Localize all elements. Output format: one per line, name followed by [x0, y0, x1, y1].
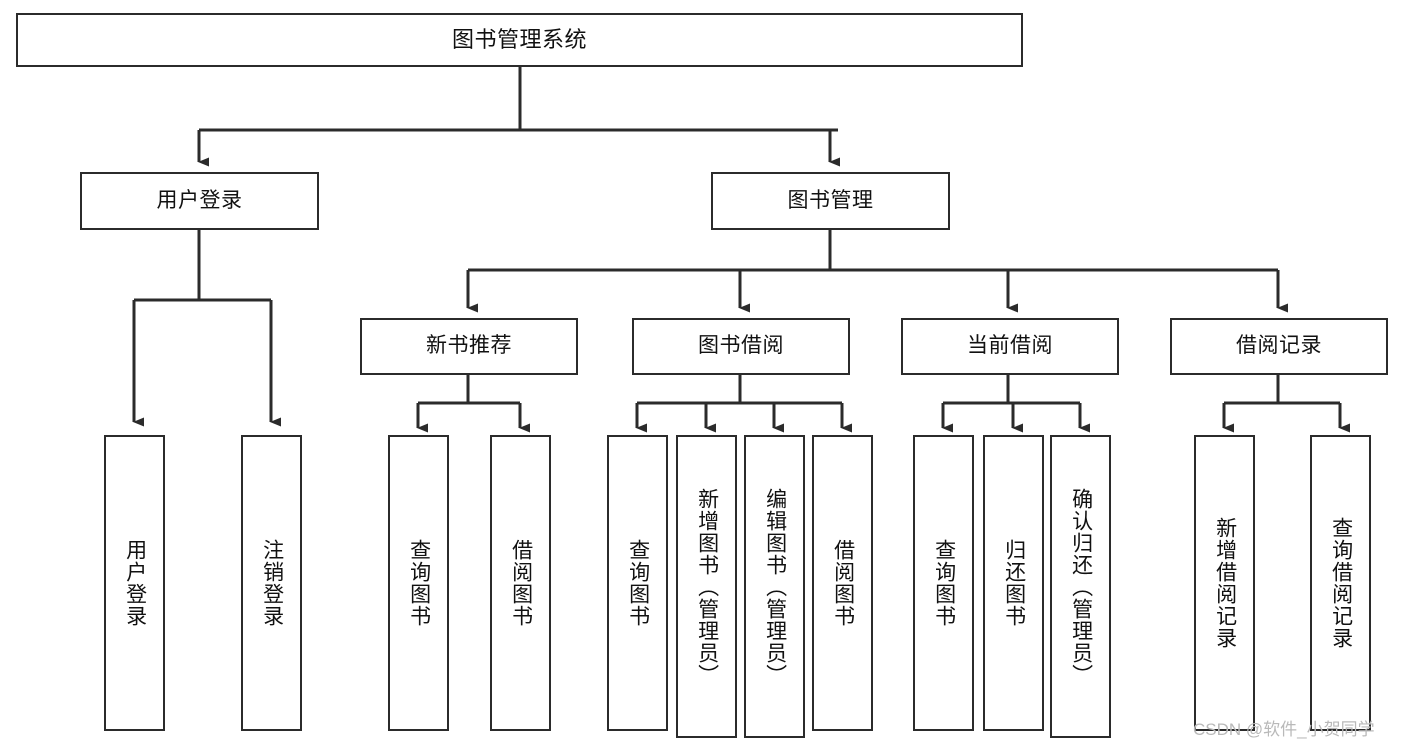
- node-user-login[interactable]: 用户登录: [80, 172, 319, 230]
- node-leaf-confirm-return-label: 确认归还（管理员）: [1069, 487, 1093, 686]
- node-leaf-edit-book[interactable]: 编辑图书（管理员）: [744, 435, 805, 738]
- node-leaf-edit-book-label: 编辑图书（管理员）: [763, 487, 787, 686]
- node-leaf-query-book-1[interactable]: 查询图书: [388, 435, 449, 731]
- node-leaf-user-login[interactable]: 用户登录: [104, 435, 165, 731]
- node-leaf-query-book-3-label: 查询图书: [932, 539, 956, 627]
- node-leaf-user-login-label: 用户登录: [123, 539, 147, 627]
- node-borrow-record-label: 借阅记录: [1236, 334, 1322, 358]
- node-leaf-borrow-book-1-label: 借阅图书: [509, 539, 533, 627]
- node-leaf-borrow-book-2[interactable]: 借阅图书: [812, 435, 873, 731]
- node-book-manage-label: 图书管理: [787, 188, 874, 212]
- node-leaf-add-book-label: 新增图书（管理员）: [695, 487, 719, 686]
- node-root[interactable]: 图书管理系统: [16, 13, 1023, 67]
- node-borrow-record[interactable]: 借阅记录: [1170, 318, 1388, 375]
- node-leaf-add-record-label: 新增借阅记录: [1213, 517, 1237, 649]
- node-leaf-query-book-2-label: 查询图书: [626, 539, 650, 627]
- node-leaf-return-book[interactable]: 归还图书: [983, 435, 1044, 731]
- node-user-login-label: 用户登录: [156, 188, 243, 212]
- node-book-borrow[interactable]: 图书借阅: [632, 318, 850, 375]
- node-current-borrow-label: 当前借阅: [967, 334, 1053, 358]
- node-leaf-add-book[interactable]: 新增图书（管理员）: [676, 435, 737, 738]
- node-leaf-return-book-label: 归还图书: [1002, 539, 1026, 627]
- node-leaf-logout[interactable]: 注销登录: [241, 435, 302, 731]
- node-leaf-query-book-1-label: 查询图书: [407, 539, 431, 627]
- node-leaf-confirm-return[interactable]: 确认归还（管理员）: [1050, 435, 1111, 738]
- node-book-manage[interactable]: 图书管理: [711, 172, 950, 230]
- node-book-borrow-label: 图书借阅: [698, 334, 784, 358]
- node-leaf-query-book-3[interactable]: 查询图书: [913, 435, 974, 731]
- node-leaf-query-book-2[interactable]: 查询图书: [607, 435, 668, 731]
- node-root-label: 图书管理系统: [451, 27, 587, 53]
- watermark: CSDN @软件_小贺同学: [1193, 720, 1375, 739]
- node-new-book-rec-label: 新书推荐: [426, 334, 512, 358]
- node-leaf-borrow-book-1[interactable]: 借阅图书: [490, 435, 551, 731]
- node-leaf-borrow-book-2-label: 借阅图书: [831, 539, 855, 627]
- node-new-book-rec[interactable]: 新书推荐: [360, 318, 578, 375]
- node-leaf-logout-label: 注销登录: [260, 539, 284, 627]
- node-leaf-add-record[interactable]: 新增借阅记录: [1194, 435, 1255, 731]
- node-leaf-query-record[interactable]: 查询借阅记录: [1310, 435, 1371, 731]
- node-current-borrow[interactable]: 当前借阅: [901, 318, 1119, 375]
- node-leaf-query-record-label: 查询借阅记录: [1329, 517, 1353, 649]
